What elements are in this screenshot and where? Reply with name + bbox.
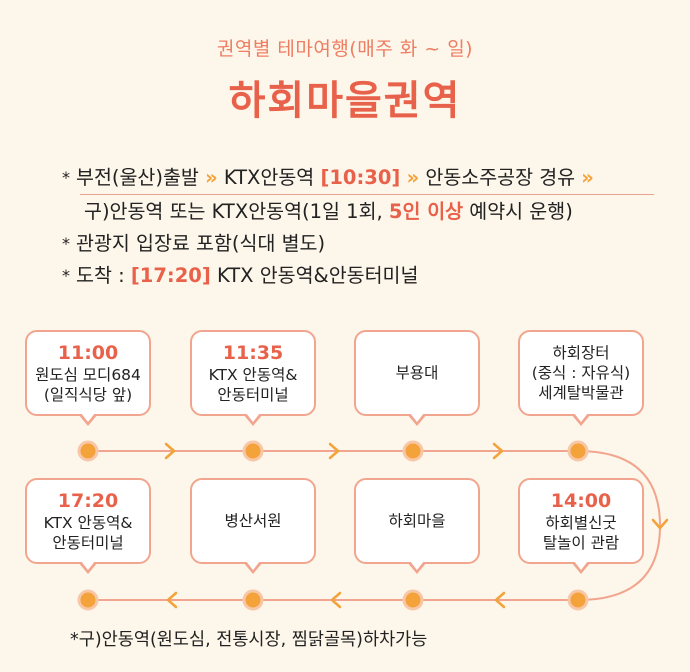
info-line-station: 구)안동역 또는 KTX안동역(1일 1회, 5인 이상 예약시 운행) bbox=[84, 197, 684, 227]
stop-dot bbox=[242, 589, 264, 611]
arrival-label: 도착 : bbox=[76, 264, 131, 287]
stop-name: 하회마을 bbox=[388, 512, 446, 530]
route-path bbox=[88, 450, 662, 601]
stop-time: 17:20 bbox=[57, 490, 119, 512]
arrival-time: [17:20] bbox=[130, 264, 211, 287]
stop-time: 14:00 bbox=[550, 490, 612, 512]
stop-card-hahoe-market: 하회장터 (중식 : 자유식) 세계탈박물관 bbox=[518, 330, 644, 426]
footnote: *구)안동역(원도심, 전통시장, 찜닭골목)하차가능 bbox=[70, 630, 428, 650]
stop-time: 11:00 bbox=[57, 342, 119, 364]
callout-pointer bbox=[407, 561, 427, 574]
departure-text: 부전(울산)출발 bbox=[76, 166, 199, 189]
ktx-station-text: KTX안동역 bbox=[223, 166, 315, 189]
double-chevron-icon: » bbox=[406, 166, 420, 189]
callout-pointer bbox=[78, 413, 98, 426]
stop-card-ktx-andong: 11:35 KTX 안동역& 안동터미널 bbox=[190, 330, 316, 426]
stop-card-ktx-andong-arrival: 17:20 KTX 안동역& 안동터미널 bbox=[25, 478, 151, 574]
page-title: 하회마을권역 bbox=[228, 78, 462, 124]
stop-name: 하회장터 bbox=[552, 344, 610, 362]
via-text: 안동소주공장 경유 bbox=[425, 166, 576, 189]
stop-dot bbox=[77, 589, 99, 611]
callout-pointer bbox=[243, 561, 263, 574]
stop-card-buyongdae: 부용대 bbox=[354, 330, 480, 426]
double-chevron-icon: » bbox=[205, 166, 218, 189]
stop-dot bbox=[567, 440, 589, 462]
chevron-left-icon bbox=[166, 591, 178, 609]
stop-name: 하회별신굿 bbox=[545, 514, 617, 532]
chevron-down-icon bbox=[651, 518, 669, 530]
stop-card-byeongsan: 병산서원 bbox=[190, 478, 316, 574]
stop-dot bbox=[402, 589, 424, 611]
stop-detail: 안동터미널 bbox=[52, 534, 124, 552]
page-subtitle: 권역별 테마여행(매주 화 ~ 일) bbox=[216, 38, 474, 60]
info-line-arrival: * 도착 : [17:20] KTX 안동역&안동터미널 bbox=[62, 261, 662, 292]
stop-name: 병산서원 bbox=[224, 512, 282, 530]
stop-dot bbox=[77, 440, 99, 462]
bullet-star: * bbox=[62, 168, 70, 187]
stop-name: KTX 안동역& bbox=[43, 514, 133, 532]
bullet-star: * bbox=[62, 234, 70, 253]
stop-time: 11:35 bbox=[222, 342, 284, 364]
chevron-right-icon bbox=[328, 442, 340, 460]
stop-detail: (중식 : 자유식) bbox=[531, 364, 631, 382]
stop-card-modi684: 11:00 원도심 모디684 (일직식당 앞) bbox=[25, 330, 151, 426]
stop-detail: 안동터미널 bbox=[217, 386, 289, 404]
stop-card-hahoe-village: 하회마을 bbox=[354, 478, 480, 574]
callout-pointer bbox=[571, 413, 591, 426]
stop-detail: 세계탈박물관 bbox=[538, 384, 624, 402]
min-people-highlight: 5인 이상 bbox=[388, 200, 464, 223]
info-line-departure: * 부전(울산)출발 » KTX안동역 [10:30] » 안동소주공장 경유 » bbox=[62, 163, 662, 194]
stop-dot bbox=[242, 440, 264, 462]
divider bbox=[80, 194, 654, 195]
stop-name: 원도심 모디684 bbox=[35, 366, 141, 384]
reservation-text: 예약시 운행) bbox=[463, 200, 573, 223]
chevron-right-icon bbox=[492, 442, 504, 460]
stop-detail: (일직식당 앞) bbox=[43, 386, 133, 404]
callout-pointer bbox=[78, 561, 98, 574]
double-chevron-icon: » bbox=[581, 166, 594, 189]
chevron-right-icon bbox=[164, 442, 176, 460]
stop-name: KTX 안동역& bbox=[208, 366, 298, 384]
chevron-left-icon bbox=[494, 591, 506, 609]
chevron-left-icon bbox=[330, 591, 342, 609]
stop-detail: 탈놀이 관람 bbox=[542, 534, 620, 552]
stop-name: 부용대 bbox=[395, 364, 439, 382]
callout-pointer bbox=[243, 413, 263, 426]
callout-pointer bbox=[407, 413, 427, 426]
stop-dot bbox=[402, 440, 424, 462]
stop-dot bbox=[567, 589, 589, 611]
departure-time: [10:30] bbox=[320, 166, 401, 189]
bullet-star: * bbox=[62, 266, 70, 285]
admission-text: 관광지 입장료 포함(식대 별도) bbox=[76, 232, 326, 255]
arrival-place: KTX 안동역&안동터미널 bbox=[210, 264, 419, 287]
stop-card-byeolsingut: 14:00 하회별신굿 탈놀이 관람 bbox=[518, 478, 644, 574]
station-text: 구)안동역 또는 KTX안동역(1일 1회, bbox=[84, 200, 389, 223]
info-line-admission: * 관광지 입장료 포함(식대 별도) bbox=[62, 229, 662, 260]
callout-pointer bbox=[571, 561, 591, 574]
